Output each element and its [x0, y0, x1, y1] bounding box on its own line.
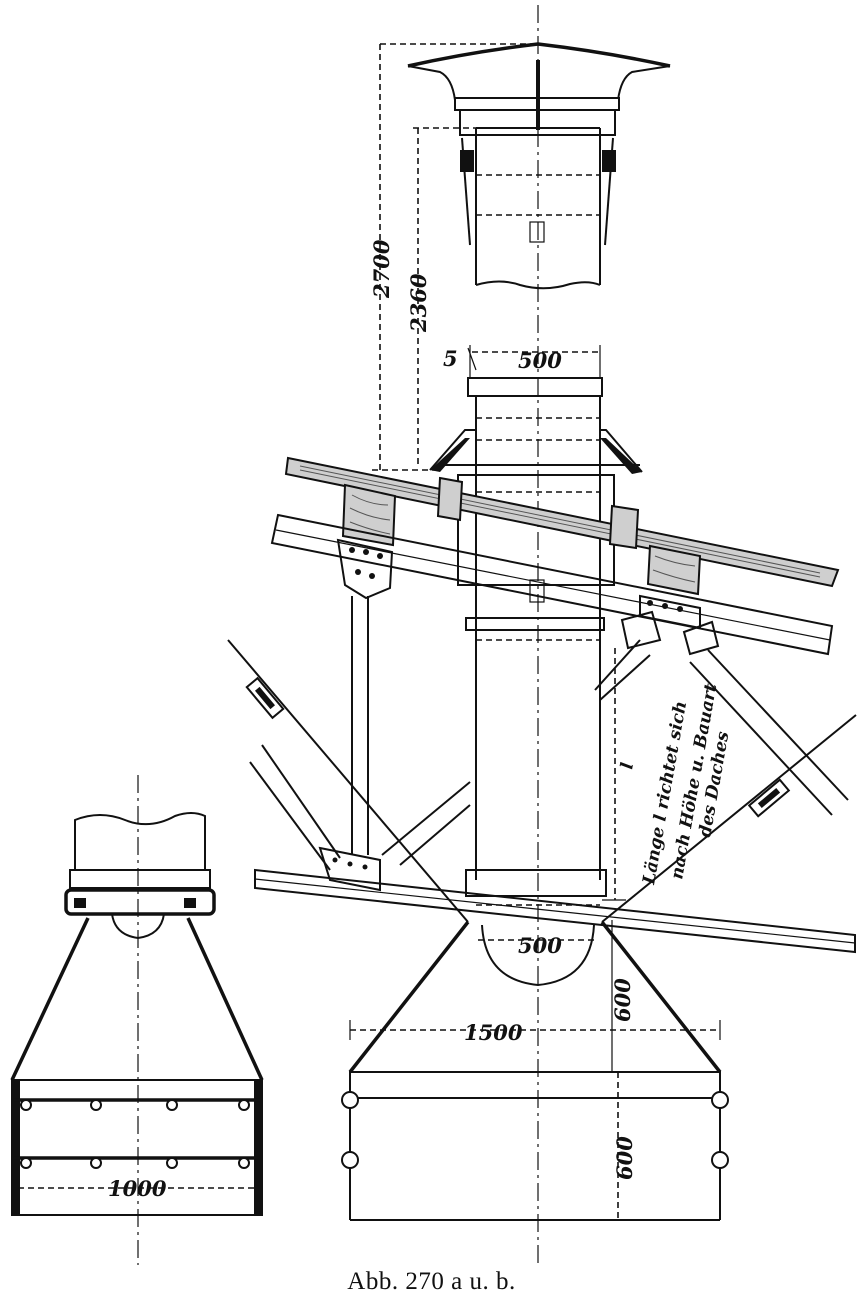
dimension-2360: 2360	[406, 127, 476, 465]
tie-cables	[227, 639, 857, 923]
length-annotation: l Länge l richtet sich nach Höhe u. Baua…	[602, 648, 734, 901]
dim-2360-label: 2360	[406, 273, 431, 333]
length-symbol: l	[617, 761, 638, 771]
dimension-top-width: 5 500	[443, 345, 601, 378]
rafter-beam	[270, 513, 834, 656]
upper-pipe-section	[475, 60, 601, 290]
lower-tie-beam	[254, 868, 856, 954]
dimension-2700: 2700	[369, 43, 538, 471]
purlin-center	[436, 476, 640, 550]
dim-500-top-label: 500	[518, 348, 562, 373]
dim-600-hood-label: 600	[610, 978, 635, 1022]
bottom-hood: 500 600 1500 600	[341, 920, 729, 1221]
dim-1000-label: 1000	[108, 1176, 167, 1201]
dim-2700-label: 2700	[369, 239, 394, 299]
dim-500-bottom-label: 500	[518, 933, 562, 958]
figure-caption: Abb. 270 a u. b.	[347, 1268, 516, 1295]
gusset-plates	[336, 538, 720, 656]
main-pipe	[465, 377, 607, 906]
truss-diagonals	[249, 639, 849, 892]
figure-b-roof-ventilator: 2700 2360 5 500	[227, 5, 857, 1265]
dim-5-label: 5	[443, 346, 458, 371]
roof-board	[284, 456, 840, 588]
dim-1500-label: 1500	[464, 1020, 523, 1045]
vertical-post	[351, 596, 369, 855]
dim-600-lower-label: 600	[612, 1136, 637, 1180]
figure-a-hood-detail: 1000	[10, 775, 264, 1265]
purlin-right	[646, 544, 702, 596]
